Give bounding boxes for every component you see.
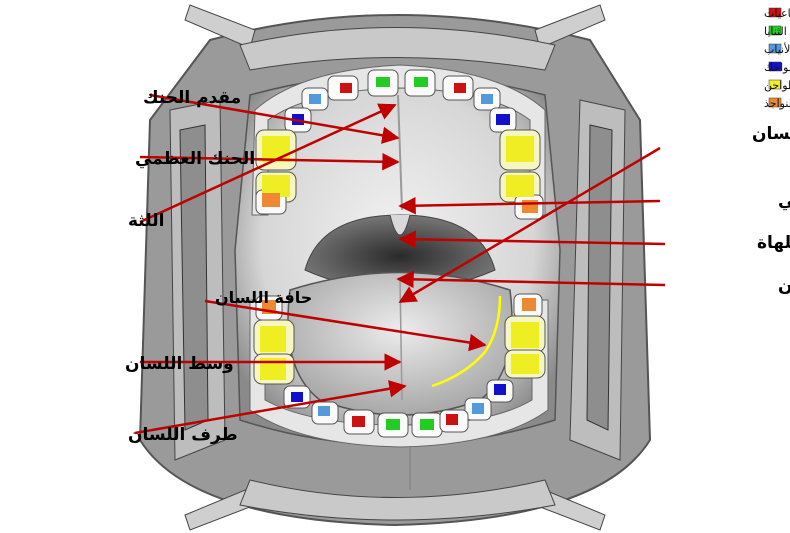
label-soft-palate: الحنك اللحمي <box>778 191 790 211</box>
legend-item: النواجذ <box>764 97 790 110</box>
label-uvula: اللهاة <box>757 233 790 253</box>
legend-item: الثنايا <box>764 25 787 38</box>
label-tongue-root: جدر اللسان <box>778 276 790 296</box>
legend-label: النواجذ <box>764 97 790 110</box>
mouth-illustration <box>140 5 650 530</box>
legend-label: الضواحك <box>764 61 790 74</box>
legend-label: الرباعيات <box>764 7 790 20</box>
label-anterior-palate: مقدم الحنك <box>143 88 241 108</box>
label-gums: اللثة <box>128 211 164 231</box>
legend-item: الرباعيات <box>764 7 790 20</box>
label-hard-palate: الحنك العظمي <box>135 149 255 169</box>
label-back-of-tongue: أقصى اللسان <box>752 122 790 144</box>
label-tongue-middle: وسط اللسان <box>125 354 234 374</box>
legend-label: الطواحن <box>764 79 790 92</box>
legend-item: الطواحن <box>764 79 790 92</box>
label-tongue-tip: طرف اللسان <box>128 425 238 445</box>
label-tongue-edge: حافة اللسان <box>215 288 312 307</box>
legend-label: الثنايا <box>764 25 787 38</box>
legend-item: الضواحك <box>764 61 790 74</box>
